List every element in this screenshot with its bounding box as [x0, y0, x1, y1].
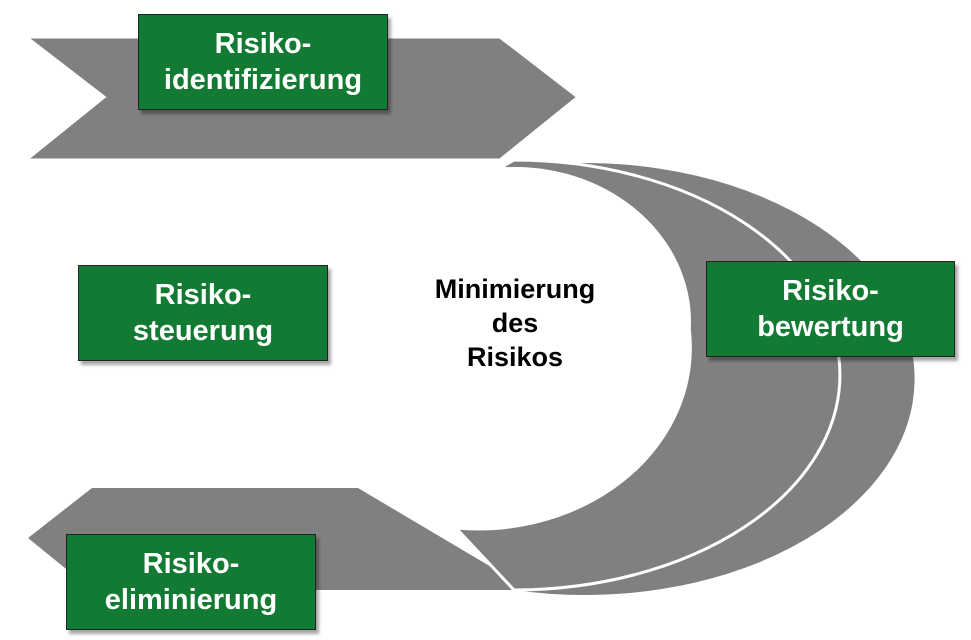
step-steuerung-line1: Risiko- [154, 279, 252, 311]
step-identifizierung-line1: Risiko- [214, 28, 312, 60]
center-label-line2: des [491, 308, 539, 338]
step-bewertung-line2: bewertung [757, 311, 904, 343]
step-box-bewertung: Risiko- bewertung [706, 261, 955, 357]
step-steuerung-line2: steuerung [132, 315, 274, 347]
center-label-line1: Minimierung [434, 274, 596, 304]
center-label: Minimierung des Risikos [390, 268, 640, 378]
step-eliminierung-line1: Risiko- [142, 548, 240, 580]
center-label-line3: Risikos [466, 342, 564, 372]
step-box-eliminierung: Risiko- eliminierung [66, 534, 316, 630]
step-bewertung-line1: Risiko- [782, 275, 879, 307]
step-box-identifizierung: Risiko- identifizierung [138, 14, 388, 110]
step-eliminierung-line2: eliminierung [104, 584, 278, 616]
center-circle [339, 167, 691, 477]
step-identifizierung-line2: identifizierung [163, 64, 363, 96]
step-box-steuerung: Risiko- steuerung [78, 265, 328, 361]
